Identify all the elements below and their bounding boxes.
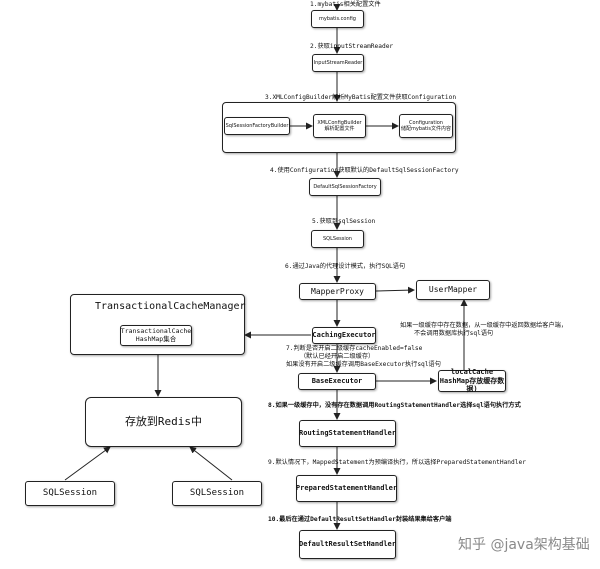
mapper-proxy-box: MapperProxy	[299, 283, 376, 300]
sql-session-factory-builder-box: SqlSessionFactoryBuilder	[224, 117, 290, 135]
step-10-label: 10.最后在通过DefaultResultSetHandler封装结果集给客户端	[268, 516, 452, 523]
cache-hit-note-line-1: 如果一级缓存中存在数据，从一级缓存中返回数据给客户端，	[400, 322, 568, 329]
step-6-label: 6.通过Java的代理设计模式，执行SQL语句	[285, 263, 406, 270]
default-result-set-handler-box: DefaultResultSetHandler	[299, 530, 396, 559]
local-cache-box: localCache HashMap存放缓存数据)	[438, 368, 506, 394]
sql-session-factory-build-group	[222, 102, 456, 153]
transactional-cache-title: TransactionalCache	[120, 326, 192, 335]
configuration-box: Configuration 储配mybatis文件内容	[399, 114, 453, 138]
sql-session-right-box: SQLSession	[172, 481, 262, 506]
redis-store-box: 存放到Redis中	[85, 397, 242, 447]
mybatis-config-box: mybatis.config	[311, 10, 364, 28]
transactional-cache-desc: HashMap集合	[135, 334, 177, 343]
step-3-label: 3.XMLConfigBuilder解析MyBatis配置文件获取Configu…	[265, 94, 457, 101]
xml-config-builder-box: XMLConfigBuilder 解析配置文件	[313, 114, 366, 138]
step-8-label: 8.如果一级缓存中，没有存在数据调用RoutingStatementHandle…	[268, 402, 521, 409]
prepared-statement-handler-box: PreparedStatementHandler	[296, 475, 397, 502]
step-2-label: 2.获取inputStreamReader	[310, 43, 394, 50]
arrow-left-session-to-redis	[64, 446, 111, 481]
step-4-label: 4.使用Configuration获取默认的DefaultSqlSessionF…	[270, 167, 459, 174]
transactional-cache-box: TransactionalCache HashMap集合	[120, 325, 192, 346]
step-7-line-2: （默认已经开启二级缓存）	[300, 352, 375, 360]
configuration-title: Configuration	[409, 120, 443, 126]
step-7-line-1: 7.判断是否开启二级缓存cacheEnabled=false	[286, 345, 423, 352]
cache-hit-note-line-2: 不会调用数据库执行sql语句	[414, 329, 494, 337]
sql-session-left-box: SQLSession	[25, 481, 115, 506]
transactional-cache-manager-box	[70, 294, 245, 355]
arrow-proxy-to-usermapper	[375, 286, 415, 294]
arrow-right-session-to-redis	[189, 446, 233, 481]
caching-executor-box: CachingExecutor	[312, 327, 376, 344]
configuration-desc: 储配mybatis文件内容	[400, 126, 452, 132]
xml-config-builder-title: XMLConfigBuilder	[317, 120, 362, 126]
step-7-label: 7.判断是否开启二级缓存cacheEnabled=false （默认已经开启二级…	[286, 345, 441, 368]
transactional-cache-manager-title: TransactionalCacheManager	[95, 301, 246, 312]
cache-hit-note: 如果一级缓存中存在数据，从一级缓存中返回数据给客户端， 不会调用数据库执行sql…	[400, 322, 567, 338]
zhihu-watermark: 知乎 @java架构基础	[458, 537, 590, 553]
local-cache-title: localCache	[450, 368, 494, 377]
default-sql-session-factory-box: DefaultSqlSessionFactory	[309, 178, 381, 196]
input-stream-reader-box: InputStreamReader	[312, 54, 364, 72]
routing-statement-handler-box: RoutingStatementHandler	[299, 420, 396, 447]
user-mapper-box: UserMapper	[416, 280, 490, 300]
step-9-label: 9.默认情况下，MappedStatement为预编译执行，所以选择Prepar…	[268, 459, 526, 466]
base-executor-box: BaseExecutor	[298, 373, 376, 390]
sql-session-box: SQLSession	[311, 230, 364, 248]
step-5-label: 5.获取到sqlSession	[312, 218, 376, 225]
xml-config-builder-desc: 解析配置文件	[324, 126, 355, 132]
step-1-label: 1.mybatis相关配置文件	[310, 1, 381, 8]
step-7-line-3: 如果没有开启二级缓存调用BaseExecutor执行sql语句	[286, 360, 441, 368]
local-cache-desc: HashMap存放缓存数据)	[439, 376, 505, 394]
